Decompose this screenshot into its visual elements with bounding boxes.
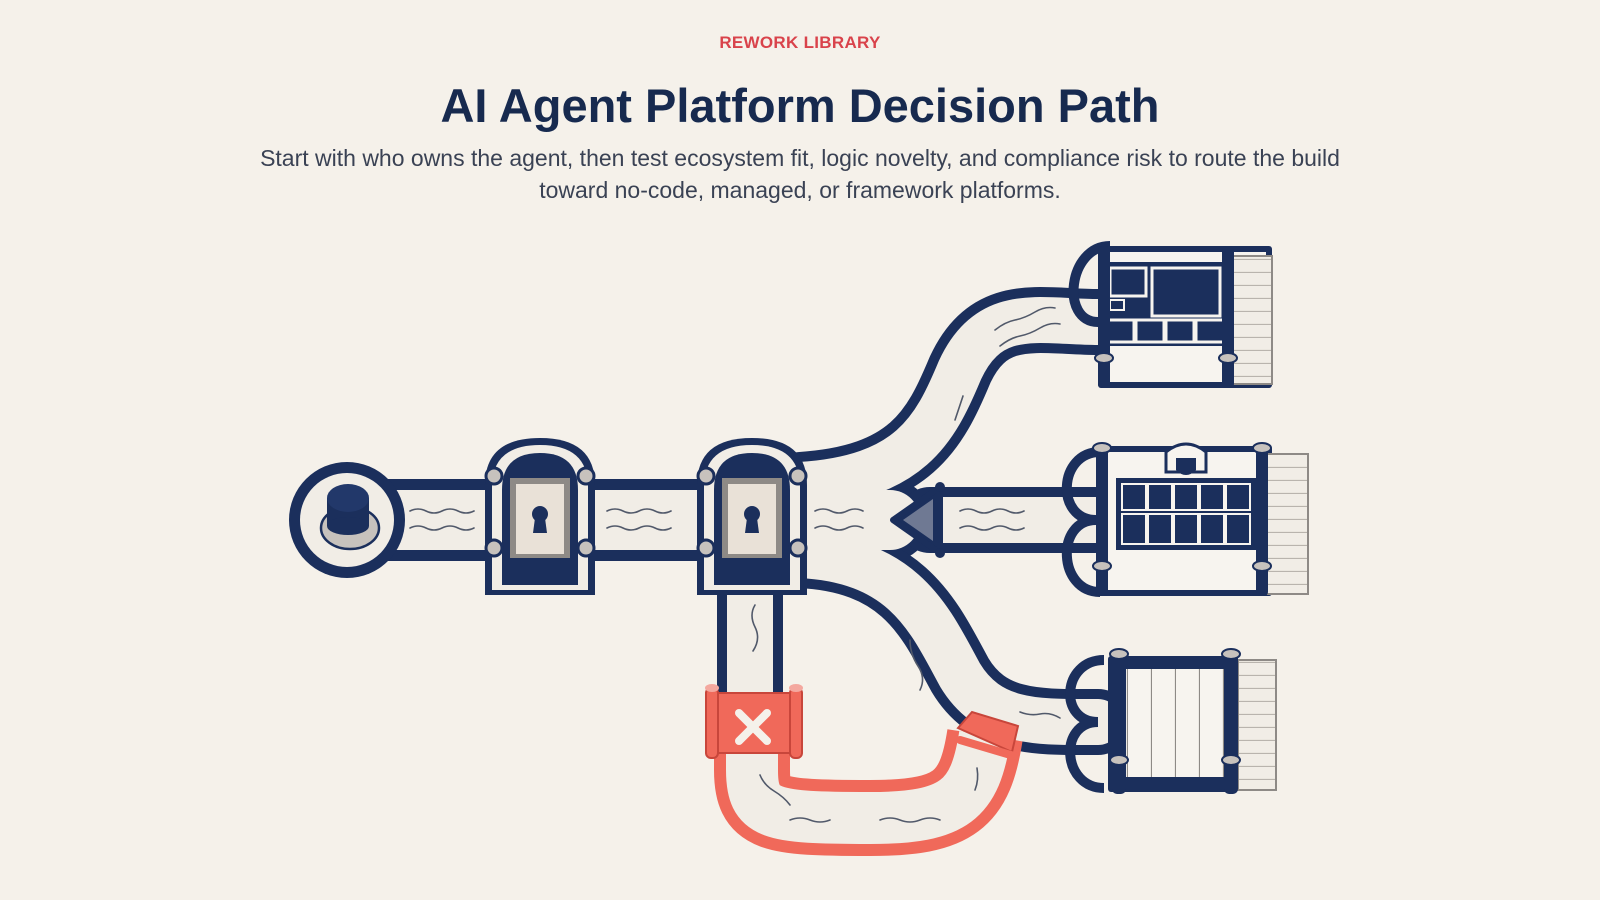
flow-marks (409, 306, 1061, 823)
router-arrow-icon (890, 482, 945, 558)
start-button-icon (327, 484, 369, 512)
start-node (289, 462, 405, 578)
page-subtitle: Start with who owns the agent, then test… (260, 145, 1340, 203)
reject-loop-clamp (956, 710, 1020, 760)
keyhole-gate-icon (532, 506, 548, 533)
reject-loop (714, 720, 1023, 857)
eyebrow-label: REWORK LIBRARY (719, 33, 881, 52)
reject-node (705, 684, 803, 759)
framework-crate-platform-icon (1117, 667, 1233, 779)
gate-ecosystem (696, 438, 808, 595)
shield-grid-platform-icon (1116, 442, 1256, 550)
page-title: AI Agent Platform Decision Path (440, 79, 1160, 132)
platform-framework (1065, 648, 1277, 794)
platform-no-code (1068, 241, 1273, 388)
dashboard-platform-icon (1104, 262, 1226, 346)
keyhole-gate-icon (744, 506, 760, 533)
platform-managed (1061, 442, 1309, 597)
gate-ownership (484, 438, 596, 595)
reject-x-icon (735, 709, 771, 745)
